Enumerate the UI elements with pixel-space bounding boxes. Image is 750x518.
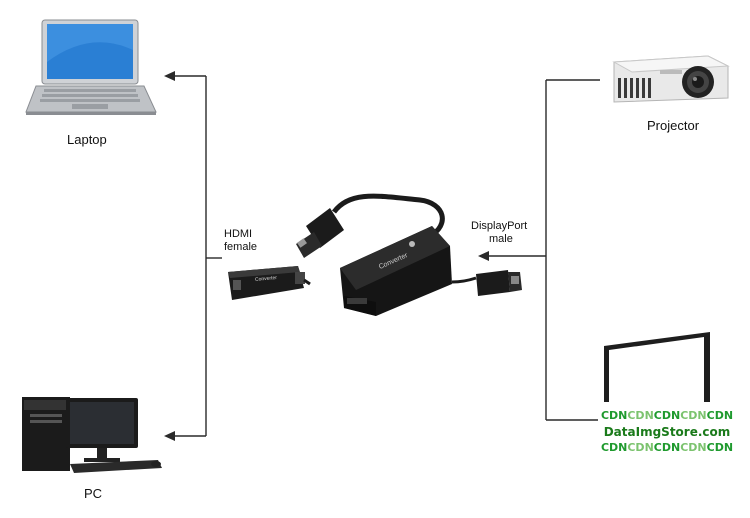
displayport-male-label: DisplayPort male	[471, 220, 528, 245]
watermark-bottom-row: CDNCDNCDNCDNCDN	[600, 441, 734, 454]
projector-label: Projector	[647, 118, 700, 133]
left-bracket	[170, 75, 222, 437]
watermark: CDNCDNCDNCDNCDN DataImgStore.com CDNCDNC…	[598, 408, 736, 456]
pc-label: PC	[84, 486, 103, 501]
watermark-site: DataImgStore.com	[603, 425, 731, 439]
arrow-to-laptop	[164, 71, 175, 81]
watermark-top-row: CDNCDNCDNCDNCDN	[600, 409, 734, 422]
arrow-to-converter	[478, 251, 489, 261]
laptop-label: Laptop	[67, 132, 107, 147]
right-bracket	[488, 79, 600, 421]
hdmi-female-label: HDMI female	[224, 228, 258, 253]
arrow-to-pc	[164, 431, 175, 441]
